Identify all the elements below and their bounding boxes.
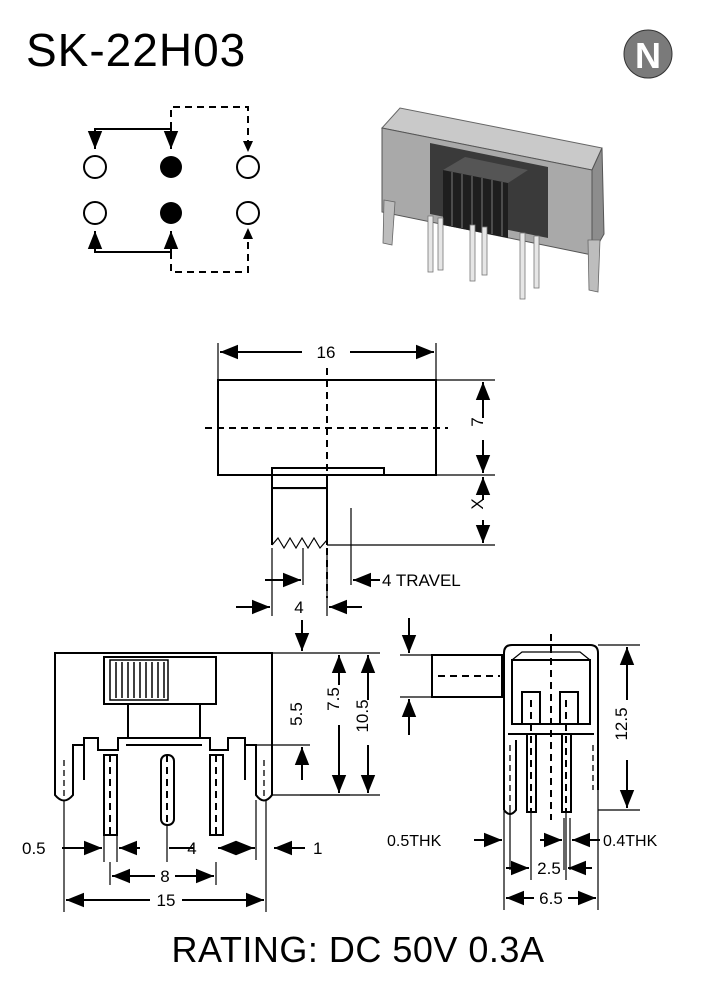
dim-pitch-4: 4 [187,839,196,858]
product-photo [382,108,604,299]
dim-span-8: 8 [160,867,169,886]
logo-letter: N [635,35,661,76]
dim-7-5: 7.5 [324,687,343,711]
dim-10-5: 10.5 [353,699,372,732]
dim-travel: 4 TRAVEL [382,571,461,590]
brand-logo: N [624,30,672,78]
dim-pin-0-5: 0.5 [22,839,46,858]
dim-x: X [468,498,487,509]
top-view: 16 7 X 4 4 TRAVEL [205,340,495,617]
dim-height-7: 7 [468,417,487,426]
dim-leg-1: 1 [313,839,322,858]
front-view: 5.5 7.5 10.5 0.5 4 8 15 1 [22,620,380,912]
dim-5-5: 5.5 [287,702,306,726]
dim-actuator-4: 4 [294,598,303,617]
switch-schematic [84,107,259,272]
dim-width-16: 16 [317,343,336,362]
dim-leg-thk: 0.4THK [603,833,658,850]
rating-text: RATING: DC 50V 0.3A [172,929,545,970]
side-view: 12.5 0.5THK 0.4THK 2.5 6.5 [387,618,658,910]
dim-pin-thk: 0.5THK [387,833,442,850]
dim-width-15: 15 [157,891,176,910]
part-number-title: SK-22H03 [26,24,246,76]
dim-height-12-5: 12.5 [612,707,631,740]
dim-width-6-5: 6.5 [539,889,563,908]
dim-pin-spacing: 2.5 [537,859,561,878]
